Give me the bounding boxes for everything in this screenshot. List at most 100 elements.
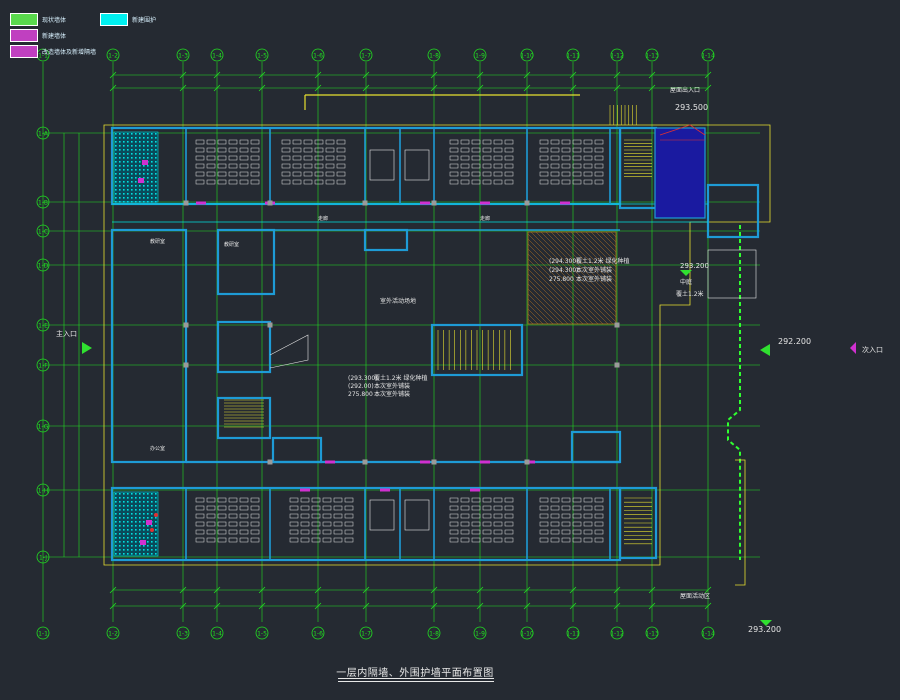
dim-tick xyxy=(523,586,531,594)
dim-tick xyxy=(314,602,322,610)
desk xyxy=(281,155,291,161)
pattern-dot xyxy=(147,189,149,191)
magenta-wall xyxy=(420,460,430,464)
pattern-dot xyxy=(151,493,153,495)
desk xyxy=(583,537,593,543)
pattern-dot xyxy=(131,545,133,547)
hatch-line xyxy=(527,288,564,325)
legend-swatch-2 xyxy=(10,28,38,42)
magenta-block xyxy=(138,178,144,183)
hatch-line xyxy=(527,243,609,325)
desk xyxy=(561,513,571,519)
desk xyxy=(449,521,459,527)
desk xyxy=(482,139,492,145)
desk xyxy=(482,505,492,511)
pattern-dot xyxy=(151,197,153,199)
desk xyxy=(239,179,249,185)
pattern-dot xyxy=(135,149,137,151)
desk xyxy=(300,537,310,543)
axis-label: 1-B xyxy=(38,200,48,207)
table xyxy=(404,499,430,531)
desk xyxy=(300,513,310,519)
desk xyxy=(333,537,343,543)
desk xyxy=(460,521,470,527)
pattern-dot xyxy=(131,153,133,155)
desk xyxy=(572,529,582,535)
pattern-dot xyxy=(147,513,149,515)
room-south-w xyxy=(271,436,323,464)
hatch-line xyxy=(590,231,617,258)
magenta-wall xyxy=(325,460,335,464)
pattern-dot xyxy=(119,525,121,527)
desk xyxy=(195,537,205,543)
pattern-dot xyxy=(123,517,125,519)
hatch-line xyxy=(575,231,617,273)
pattern-dot xyxy=(127,497,129,499)
axis-label: 1-14 xyxy=(701,53,715,60)
desk xyxy=(217,513,227,519)
pattern-dot xyxy=(155,193,157,195)
pattern-dot xyxy=(115,169,117,171)
magenta-wall xyxy=(480,201,490,205)
desk xyxy=(217,529,227,535)
pattern-dot xyxy=(135,517,137,519)
desk xyxy=(217,171,227,177)
pattern-dot xyxy=(127,173,129,175)
red-fan xyxy=(659,124,706,136)
pattern-dot xyxy=(127,521,129,523)
desk xyxy=(292,171,302,177)
pattern-dot xyxy=(119,553,121,555)
axis-bubble xyxy=(36,258,50,272)
pattern-dot xyxy=(127,533,129,535)
desk xyxy=(583,171,593,177)
desk xyxy=(594,497,604,503)
pattern-dot xyxy=(131,201,133,203)
axis-bubble xyxy=(176,626,190,640)
pattern-dot xyxy=(135,521,137,523)
pattern-dot xyxy=(123,169,125,171)
pattern-dot xyxy=(147,133,149,135)
dimension-lines xyxy=(63,71,712,610)
axis-bubble xyxy=(176,48,190,62)
dim-tick xyxy=(258,586,266,594)
pattern-dot xyxy=(139,497,141,499)
axis-label: 1-13 xyxy=(645,631,659,638)
pattern-dot xyxy=(115,137,117,139)
desk xyxy=(311,505,321,511)
pattern-dot xyxy=(139,149,141,151)
pattern-dot xyxy=(155,497,157,499)
details xyxy=(82,105,856,626)
axis-bubble xyxy=(106,626,120,640)
magenta-wall xyxy=(560,201,570,205)
pattern-dot xyxy=(127,493,129,495)
hatch-line xyxy=(527,273,579,325)
desk xyxy=(583,529,593,535)
pattern-dot xyxy=(135,153,137,155)
desk xyxy=(206,537,216,543)
pattern-dot xyxy=(147,545,149,547)
desk xyxy=(572,147,582,153)
pattern-dot xyxy=(123,529,125,531)
pattern-dot xyxy=(147,173,149,175)
desk xyxy=(550,521,560,527)
desk xyxy=(504,521,514,527)
axis-label: 1-13 xyxy=(645,53,659,60)
pattern-dot xyxy=(131,513,133,515)
desk xyxy=(504,147,514,153)
pattern-dot xyxy=(143,189,145,191)
pattern-dot xyxy=(119,493,121,495)
pattern-dot xyxy=(155,161,157,163)
east-entry-label: 次入口 xyxy=(862,345,883,354)
desk xyxy=(449,529,459,535)
pattern-dot xyxy=(135,137,137,139)
desk xyxy=(311,497,321,503)
dim-tick xyxy=(476,602,484,610)
building-outline xyxy=(103,94,771,566)
axis-label: 1-3 xyxy=(178,53,188,60)
pattern-dot xyxy=(143,509,145,511)
desk xyxy=(303,155,313,161)
pattern-dot xyxy=(147,185,149,187)
desk xyxy=(250,497,260,503)
desk xyxy=(504,155,514,161)
desk xyxy=(325,179,335,185)
